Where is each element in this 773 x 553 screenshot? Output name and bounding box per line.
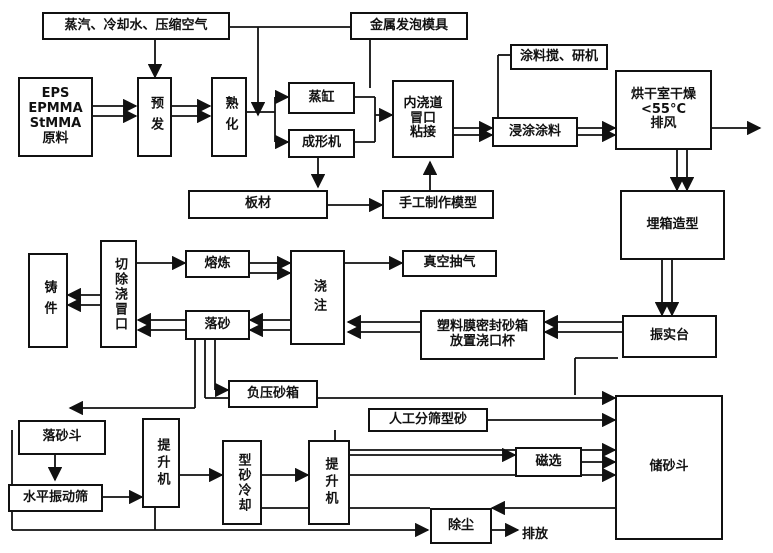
raw-material-box: EPS EPMMA StMMA 原料 bbox=[18, 77, 93, 157]
melting-box: 熔炼 bbox=[185, 250, 250, 278]
casting-box: 铸件 bbox=[28, 253, 68, 348]
dust-removal-box: 除尘 bbox=[430, 508, 492, 544]
manual-screening-box: 人工分筛型砂 bbox=[368, 408, 488, 432]
drying-room-box: 烘干室干燥 <55°C 排风 bbox=[615, 70, 712, 150]
horizontal-screen-box: 水平振动筛 bbox=[8, 484, 103, 512]
shakeout-hopper-box: 落砂斗 bbox=[18, 420, 106, 455]
embed-molding-box: 埋箱造型 bbox=[620, 190, 725, 260]
seal-flask-box: 塑料膜密封砂箱 放置浇口杯 bbox=[420, 310, 545, 360]
pouring-box: 浇注 bbox=[290, 250, 345, 345]
pre-expand-box: 预发 bbox=[137, 77, 172, 157]
magnetic-separation-box: 磁选 bbox=[515, 447, 582, 477]
steam-supply-box: 蒸汽、冷却水、压缩空气 bbox=[42, 12, 230, 40]
steam-chest-box: 蒸缸 bbox=[288, 82, 355, 114]
vacuum-box: 真空抽气 bbox=[402, 250, 497, 277]
aging-box: 熟化 bbox=[211, 77, 247, 157]
coating-mix-box: 涂料搅、研机 bbox=[510, 44, 608, 70]
handmade-pattern-box: 手工制作模型 bbox=[382, 190, 494, 219]
gating-glue-box: 内浇道 冒口 粘接 bbox=[392, 80, 454, 158]
shakeout-box: 落砂 bbox=[185, 310, 250, 340]
elevator-2-box: 提升机 bbox=[308, 440, 350, 525]
discharge-label: 排放 bbox=[522, 527, 549, 542]
dip-coating-box: 浸涂涂料 bbox=[492, 117, 578, 147]
cut-riser-box: 切除浇冒口 bbox=[100, 240, 137, 348]
elevator-1-box: 提升机 bbox=[142, 418, 180, 508]
negative-pressure-flask-box: 负压砂箱 bbox=[228, 380, 318, 408]
storage-hopper-box: 储砂斗 bbox=[615, 395, 723, 540]
sheet-box: 板材 bbox=[188, 190, 328, 219]
metal-mold-box: 金属发泡模具 bbox=[350, 12, 468, 40]
sand-cooling-box: 型砂冷却 bbox=[222, 440, 262, 525]
vibrating-table-box: 振实台 bbox=[622, 315, 717, 358]
molding-machine-box: 成形机 bbox=[288, 129, 355, 158]
